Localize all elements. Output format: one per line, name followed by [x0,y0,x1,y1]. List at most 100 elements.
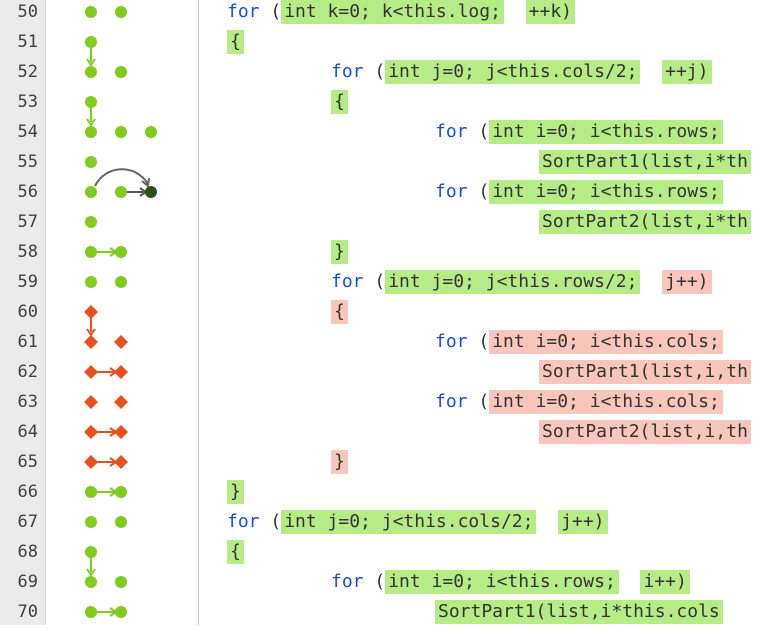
code-line: SortPart2(list,i,th [539,417,751,447]
coverage-uncovered-segment: SortPart2(list,i,th [539,420,751,444]
coverage-covered-segment: int i=0; i<this.rows; [385,570,619,594]
keyword-token: for [331,571,364,592]
coverage-uncovered-segment: j++) [662,270,712,294]
flow-node [85,36,97,48]
line-number: 66 [17,482,38,502]
flow-node [85,276,97,288]
coverage-covered-segment: ++k) [525,0,575,24]
flow-node-diamond [84,395,98,409]
flow-node [85,246,97,258]
line-number: 70 [17,602,38,622]
line-number: 67 [17,512,38,532]
code-line: SortPart2(list,i*th [539,207,751,237]
line-number: 58 [17,242,38,262]
code-line: for (int i=0; i<this.rows; [435,117,723,147]
coverage-covered-segment: int i=0; i<this.rows; [489,120,723,144]
coverage-covered-segment: j++) [558,510,608,534]
flow-node [85,6,97,18]
code-line: SortPart1(list,i*th [539,147,751,177]
code-token [640,271,662,292]
coverage-covered-segment: int i=0; i<this.rows; [489,180,723,204]
flow-node [85,486,97,498]
flow-node [115,6,127,18]
flow-node [85,66,97,78]
code-line: for (int j=0; j<this.cols/2; ++j) [331,57,712,87]
line-number: 54 [17,122,38,142]
code-token [536,511,558,532]
keyword-token: for [435,331,468,352]
code-token [640,61,662,82]
code-line: SortPart1(list,i,th [539,357,751,387]
coverage-covered-segment: { [331,90,348,114]
code-line: } [331,447,348,477]
coverage-covered-segment: int j=0; j<this.rows/2; [385,270,641,294]
code-token: ( [259,1,282,22]
keyword-token: for [435,391,468,412]
code-line: for (int i=0; i<this.cols; [435,327,723,357]
code-line: for (int i=0; i<this.rows; [435,177,723,207]
coverage-covered-segment: int k=0; k<this.log; [281,0,504,24]
flow-loop-arc [94,168,149,187]
line-number: 69 [17,572,38,592]
flow-node-diamond [114,335,128,349]
flow-node-diamond [84,365,98,379]
flow-node [115,126,127,138]
flow-node [115,576,127,588]
coverage-uncovered-segment: int i=0; i<this.cols; [489,330,723,354]
flow-down-arrowhead [86,58,96,67]
line-number: 65 [17,452,38,472]
code-line: for (int j=0; j<this.rows/2; j++) [331,267,712,297]
line-number: 62 [17,362,38,382]
flow-node [115,276,127,288]
code-line: for (int i=0; i<this.cols; [435,387,723,417]
coverage-uncovered-segment: int i=0; i<this.cols; [489,390,723,414]
coverage-covered-segment: { [227,30,244,54]
code-token: ( [467,181,490,202]
code-token [504,1,526,22]
coverage-covered-segment: int j=0; j<this.cols/2; [281,510,537,534]
line-number: 52 [17,62,38,82]
line-number-gutter [0,0,46,625]
code-area[interactable]: for (int k=0; k<this.log; ++k){for (int … [199,0,776,625]
flow-node [85,546,97,558]
code-token: ( [363,271,386,292]
coverage-covered-segment: i++) [640,570,690,594]
flow-node [85,156,97,168]
flow-node [85,126,97,138]
line-number: 63 [17,392,38,412]
code-token [619,571,641,592]
coverage-covered-segment: ++j) [662,60,712,84]
flow-node-diamond [84,425,98,439]
line-number: 68 [17,542,38,562]
flow-node [115,516,127,528]
flow-node [85,516,97,528]
line-number: 61 [17,332,38,352]
flow-node [115,606,127,618]
flow-node-diamond [114,395,128,409]
line-number: 60 [17,302,38,322]
keyword-token: for [435,121,468,142]
keyword-token: for [435,181,468,202]
control-flow-gutter [46,0,198,625]
flow-down-arrowhead [86,568,96,577]
flow-node-diamond [114,425,128,439]
line-number: 57 [17,212,38,232]
coverage-covered-segment: { [227,540,244,564]
line-number: 56 [17,182,38,202]
code-token: ( [363,571,386,592]
keyword-token: for [227,511,260,532]
code-line: { [227,537,244,567]
code-line: SortPart1(list,i*this.cols [435,597,723,625]
coverage-covered-segment: int j=0; j<this.cols/2; [385,60,641,84]
code-line: for (int j=0; j<this.cols/2; j++) [227,507,608,537]
flow-loop-arrowhead [141,177,150,188]
flow-node [85,186,97,198]
control-flow-graph [84,6,157,618]
flow-node-target [145,186,157,198]
line-number: 50 [17,2,38,22]
coverage-covered-segment: SortPart1(list,i*this.cols [435,600,723,624]
flow-node [85,216,97,228]
line-number: 59 [17,272,38,292]
code-line: { [331,87,348,117]
flow-node-diamond [114,365,128,379]
